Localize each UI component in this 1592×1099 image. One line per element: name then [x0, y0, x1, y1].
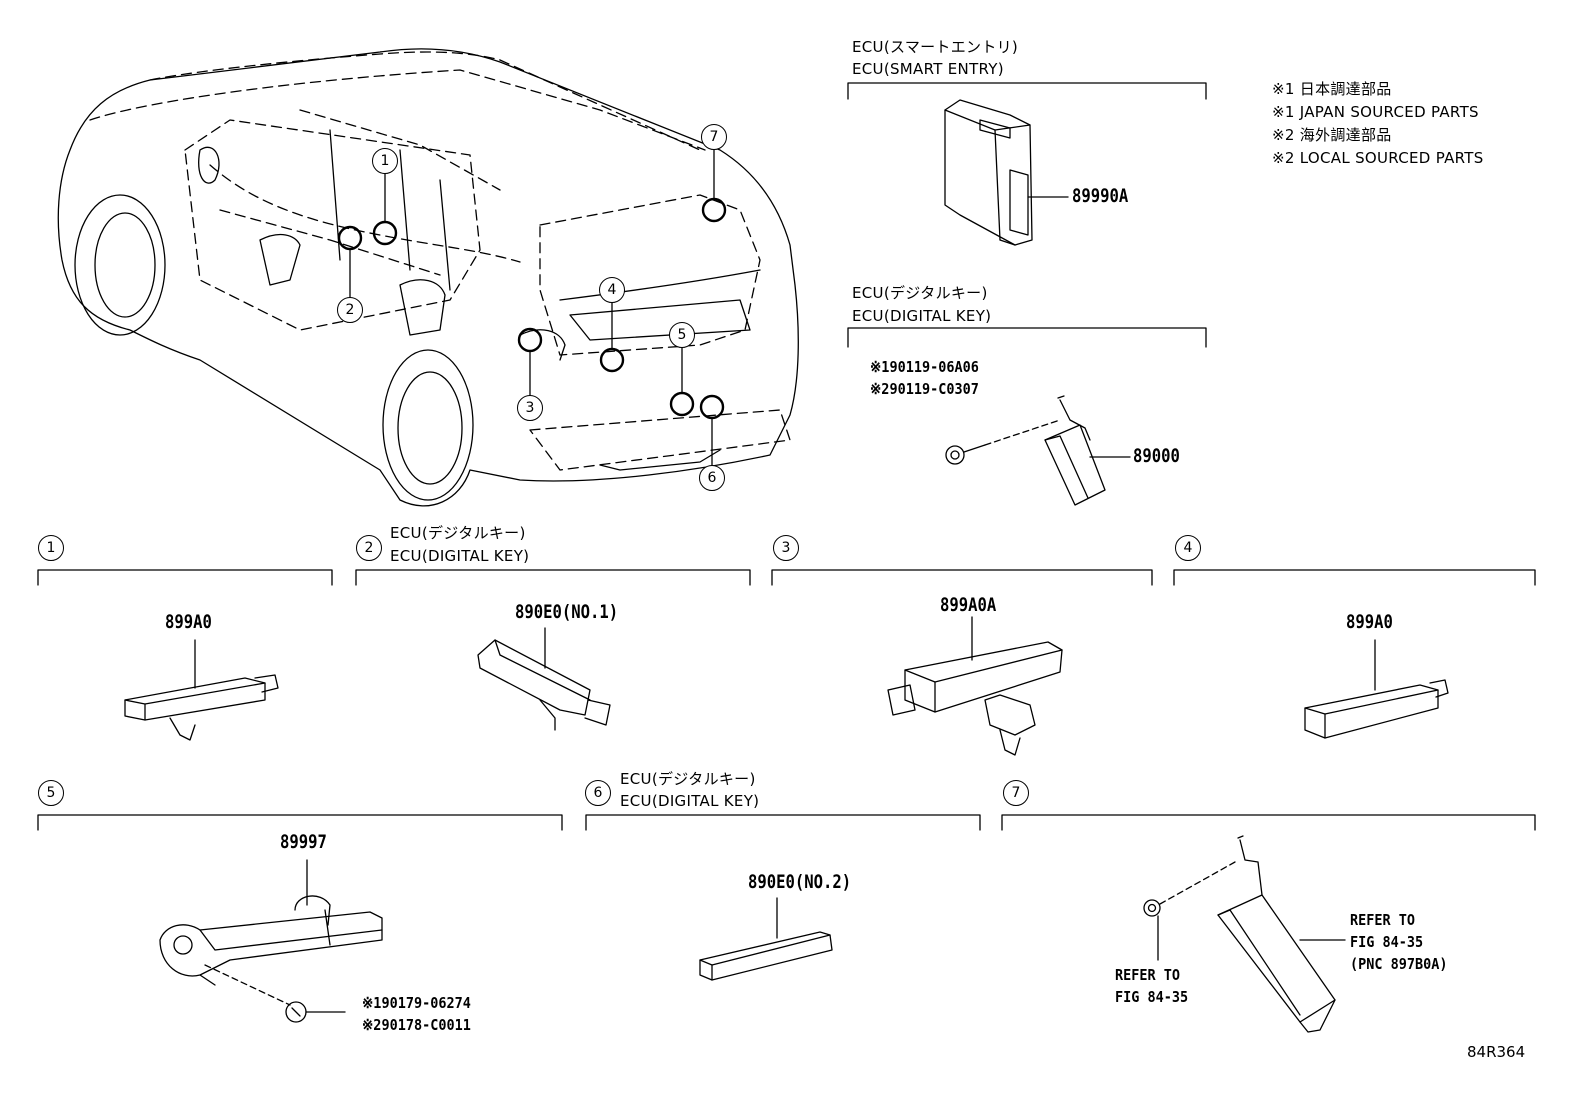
digital-key-label-en: ECU(DIGITAL KEY): [852, 307, 992, 325]
digital-key-bolt-line-1: ※190119-06A06: [870, 358, 979, 376]
section-5-number: 5: [38, 780, 64, 806]
part-7-drawing: [1143, 835, 1346, 1033]
car-callout-5[interactable]: 5: [669, 322, 695, 348]
section-2-label-jp: ECU(デジタルキー): [390, 524, 526, 542]
section-7-bolt-ref-2[interactable]: FIG 84-35: [1115, 988, 1189, 1006]
digital-key-bolt-line-2: ※290119-C0307: [870, 380, 979, 398]
car-callout-1[interactable]: 1: [372, 148, 398, 174]
note-line-2: ※1 JAPAN SOURCED PARTS: [1272, 103, 1479, 121]
car-callout-4[interactable]: 4: [599, 277, 625, 303]
section-6-number: 6: [585, 780, 611, 806]
section-2-number: 2: [356, 535, 382, 561]
part-3-drawing: [887, 616, 1063, 756]
smart-entry-label-jp: ECU(スマートエントリ): [852, 38, 1019, 56]
section-6-label-en: ECU(DIGITAL KEY): [620, 792, 760, 810]
figure-id: 84R364: [1467, 1043, 1526, 1061]
section-7-unit-ref-2[interactable]: FIG 84-35: [1350, 933, 1424, 951]
section-2-part-number[interactable]: 890E0(NO.1): [515, 601, 619, 623]
section-7-unit-ref-3[interactable]: (PNC 897B0A): [1350, 955, 1448, 973]
section-6-part-number[interactable]: 890E0(NO.2): [748, 871, 852, 893]
section-2-label-en: ECU(DIGITAL KEY): [390, 547, 530, 565]
note-line-4: ※2 LOCAL SOURCED PARTS: [1272, 149, 1484, 167]
section-5-clip-line-2: ※290178-C0011: [362, 1016, 471, 1034]
section-5-clip-line-1: ※190179-06274: [362, 994, 471, 1012]
car-callout-3[interactable]: 3: [517, 395, 543, 421]
part-5-drawing: [159, 859, 383, 1023]
digital-key-ecu-top-drawing: [945, 395, 1131, 506]
section-6-label-jp: ECU(デジタルキー): [620, 770, 756, 788]
smart-entry-ecu-drawing: [944, 99, 1069, 246]
digital-key-label-jp: ECU(デジタルキー): [852, 284, 988, 302]
section-brackets: [37, 82, 1536, 831]
digital-key-part-number[interactable]: 89000: [1133, 445, 1180, 467]
car-callout-6[interactable]: 6: [699, 465, 725, 491]
section-4-number: 4: [1175, 535, 1201, 561]
section-1-number: 1: [38, 535, 64, 561]
vehicle-illustration: [57, 48, 799, 507]
section-7-number: 7: [1003, 780, 1029, 806]
part-6-drawing: [699, 897, 833, 981]
part-4-drawing: [1304, 639, 1449, 739]
section-7-bolt-ref-1[interactable]: REFER TO: [1115, 966, 1181, 984]
note-line-3: ※2 海外調達部品: [1272, 126, 1392, 144]
section-5-part-number[interactable]: 89997: [280, 831, 327, 853]
part-1-drawing: [124, 639, 279, 741]
section-7-unit-ref-1[interactable]: REFER TO: [1350, 911, 1416, 929]
section-4-part-number[interactable]: 899A0: [1346, 611, 1393, 633]
section-3-number: 3: [773, 535, 799, 561]
section-1-part-number[interactable]: 899A0: [165, 611, 212, 633]
car-callout-2[interactable]: 2: [337, 297, 363, 323]
car-callout-7[interactable]: 7: [701, 124, 727, 150]
part-2-drawing: [477, 627, 611, 731]
note-line-1: ※1 日本調達部品: [1272, 80, 1392, 98]
smart-entry-part-number[interactable]: 89990A: [1072, 185, 1129, 207]
section-3-part-number[interactable]: 899A0A: [940, 594, 997, 616]
smart-entry-label-en: ECU(SMART ENTRY): [852, 60, 1004, 78]
